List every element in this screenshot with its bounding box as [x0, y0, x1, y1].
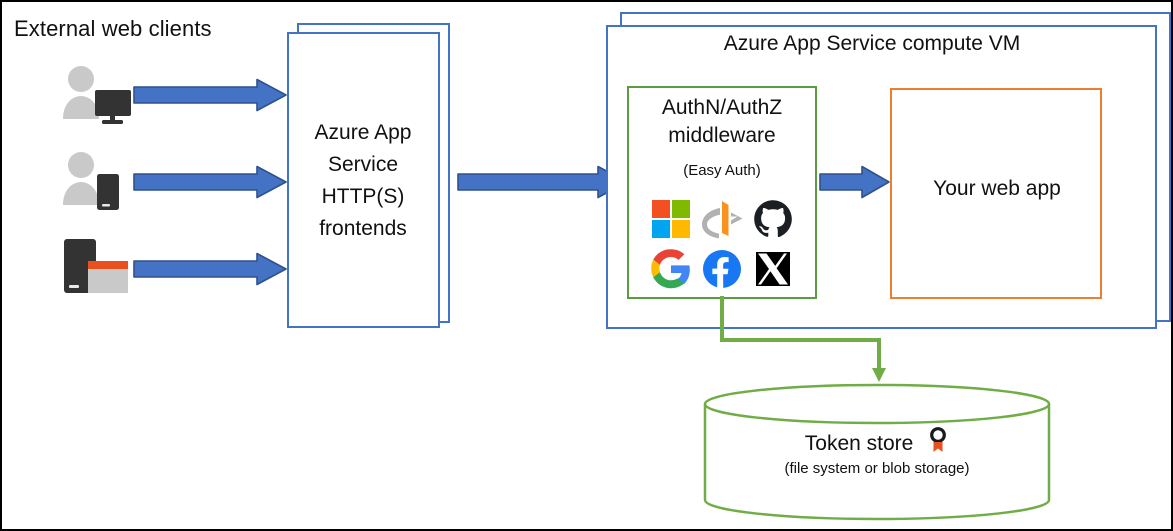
arrow-client-desktop-to-frontends — [133, 78, 288, 112]
token-store-title-row: Token store — [702, 427, 1052, 459]
tablet-with-browser-icon — [60, 237, 140, 299]
arrow-frontends-to-middleware — [457, 165, 629, 199]
frontends-label: Azure App Service HTTP(S) frontends — [289, 117, 437, 245]
middleware-title-line-1: AuthN/AuthZ — [661, 96, 783, 119]
your-web-app-label: Your web app — [933, 177, 1061, 200]
token-badge-icon — [927, 427, 949, 459]
frontends-label-line-1: Azure App — [314, 121, 412, 144]
middleware-title-line-2: middleware — [668, 124, 776, 147]
frontends-label-line-2: Service — [327, 153, 399, 176]
frontends-label-line-3: HTTP(S) — [321, 185, 405, 208]
person-with-phone-icon — [57, 150, 137, 212]
identity-provider-logo-grid — [646, 196, 798, 292]
middleware-subtitle: (Easy Auth) — [683, 162, 761, 179]
x-twitter-logo-icon[interactable] — [754, 250, 792, 288]
frontends-label-line-4: frontends — [319, 217, 407, 240]
arrow-client-tablet-to-frontends — [133, 252, 288, 286]
middleware-title: AuthN/AuthZ middleware — [630, 94, 814, 150]
github-logo-icon[interactable] — [753, 199, 793, 239]
facebook-logo-icon[interactable] — [702, 249, 742, 289]
token-store-cylinder[interactable] — [702, 382, 1052, 522]
token-store-title: Token store — [804, 432, 914, 455]
token-store-subtitle: (file system or blob storage) — [784, 460, 970, 477]
external-web-clients-label: External web clients — [14, 16, 212, 41]
person-with-monitor-icon — [57, 64, 137, 126]
arrow-client-mobile-to-frontends — [133, 165, 288, 199]
google-logo-icon[interactable] — [651, 249, 691, 289]
compute-vm-title: Azure App Service compute VM — [723, 32, 1021, 55]
microsoft-logo-icon[interactable] — [651, 199, 691, 239]
arrow-middleware-to-token-store — [702, 296, 902, 388]
frontends-box[interactable] — [287, 32, 440, 328]
arrow-middleware-to-web-app — [819, 165, 891, 199]
openid-connect-logo-icon[interactable] — [700, 199, 744, 239]
your-web-app-box[interactable] — [890, 88, 1102, 299]
